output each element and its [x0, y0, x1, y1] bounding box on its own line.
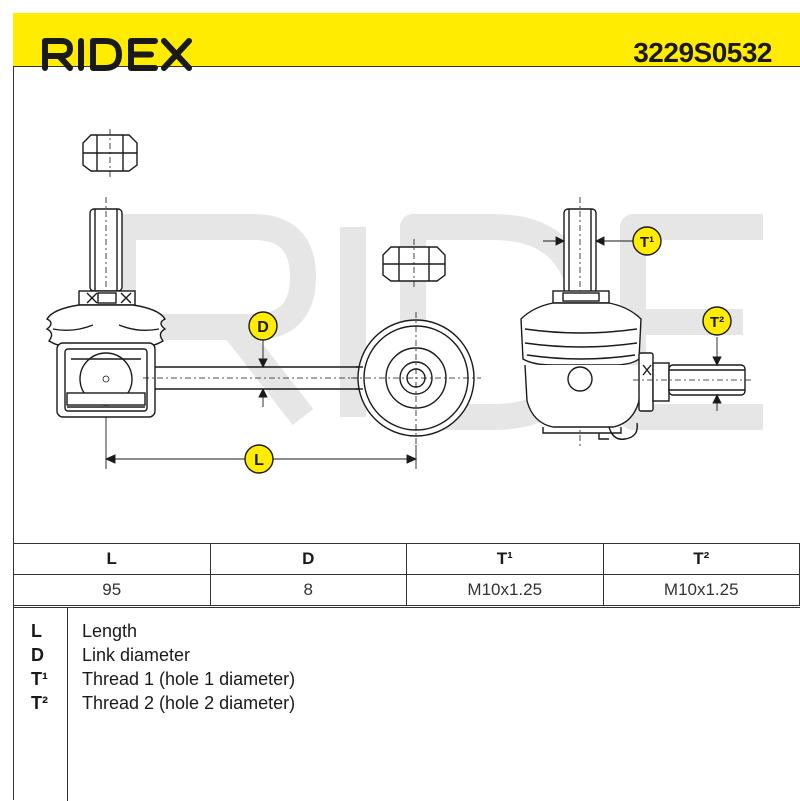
t1-label: T¹: [640, 234, 654, 251]
spec-value-t1: M10x1.25: [406, 574, 604, 606]
d-dimension: [258, 337, 268, 407]
legend-item: T¹ Thread 1 (hole 1 diameter): [13, 669, 800, 693]
link-rod: [143, 366, 453, 390]
spec-header-row: L D T¹ T²: [13, 543, 800, 575]
legend-text: Length: [82, 621, 138, 641]
legend-key: T²: [31, 693, 48, 713]
t1-dimension: [543, 236, 633, 246]
legend-text: Link diameter: [82, 645, 191, 665]
t2-label: T²: [710, 314, 724, 331]
legend-key: L: [31, 621, 42, 641]
left-collar: [78, 290, 136, 306]
spec-table: L D T¹ T² 95 8 M10x1.25 M10x1.25: [13, 543, 800, 606]
legend-item: T² Thread 2 (hole 2 diameter): [13, 693, 800, 717]
spec-value-d: 8: [209, 574, 407, 606]
header-bar: 3229S0532: [13, 13, 800, 71]
spec-header-t1: T¹: [406, 543, 604, 575]
legend-text: Thread 2 (hole 2 diameter): [82, 693, 296, 713]
spec-header-t2: T²: [602, 543, 800, 575]
legend: L Length D Link diameter T¹ Thread 1 (ho…: [13, 607, 800, 801]
left-housing: [56, 342, 156, 418]
l-badge: L: [244, 444, 274, 474]
spec-value-l: 95: [13, 574, 211, 606]
legend-item: L Length: [13, 621, 800, 645]
t2-badge: T²: [702, 306, 732, 336]
legend-text: Thread 1 (hole 1 diameter): [82, 669, 296, 689]
spec-header-d: D: [209, 543, 407, 575]
legend-key: T¹: [31, 669, 48, 689]
eye-end: [351, 312, 481, 445]
t2-dimension: [712, 337, 722, 411]
spec-value-row: 95 8 M10x1.25 M10x1.25: [13, 574, 800, 606]
middle-nut: [382, 239, 446, 289]
d-label: D: [257, 319, 269, 336]
technical-drawing: D L T¹ T²: [45, 129, 763, 474]
left-boot: [45, 304, 167, 348]
side-thread: [633, 352, 753, 412]
spec-value-t2: M10x1.25: [602, 574, 800, 606]
part-number: 3229S0532: [633, 37, 772, 68]
l-label: L: [254, 452, 264, 469]
legend-item: D Link diameter: [13, 645, 800, 669]
ridex-logo: [42, 38, 192, 71]
left-nut: [82, 129, 138, 179]
legend-divider: [67, 608, 68, 801]
t1-badge: T¹: [632, 226, 662, 256]
side-body: [520, 290, 642, 440]
legend-key: D: [31, 645, 44, 665]
spec-header-l: L: [13, 543, 211, 575]
d-badge: D: [248, 311, 278, 341]
